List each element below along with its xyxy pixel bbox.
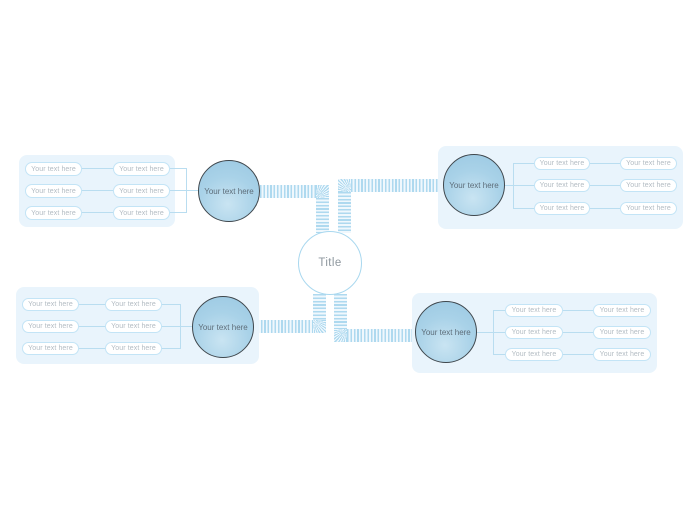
branch-topic-circle-bottom-right[interactable]: Your text here xyxy=(415,301,477,363)
connector-line xyxy=(590,163,620,164)
subtopic-node[interactable]: Your text here xyxy=(113,162,170,176)
connector-line xyxy=(513,163,534,164)
subtopic-node[interactable]: Your text here xyxy=(105,320,162,333)
connector-line xyxy=(513,208,534,209)
connector-line xyxy=(79,326,105,327)
connector-line xyxy=(563,310,593,311)
ribbon-bottom-right-corner xyxy=(334,329,347,342)
connector-line xyxy=(513,185,534,186)
subtopic-node[interactable]: Your text here xyxy=(105,298,162,311)
ribbon-bottom-left-corner xyxy=(313,320,326,333)
connector-line xyxy=(180,326,192,327)
subtopic-node[interactable]: Your text here xyxy=(505,326,563,339)
connector-line xyxy=(82,212,113,213)
connector-line xyxy=(170,168,186,169)
connector-line xyxy=(493,310,505,311)
ribbon-top-right-corner xyxy=(338,179,351,192)
connector-line xyxy=(162,304,180,305)
subtopic-node[interactable]: Your text here xyxy=(620,202,677,215)
ribbon-bottom-left-horizontal xyxy=(254,320,313,333)
connector-line xyxy=(170,212,186,213)
connector-line xyxy=(590,208,620,209)
subtopic-node[interactable]: Your text here xyxy=(105,342,162,355)
subtopic-node[interactable]: Your text here xyxy=(620,179,677,192)
subtopic-node[interactable]: Your text here xyxy=(113,184,170,198)
subtopic-node[interactable]: Your text here xyxy=(25,162,82,176)
connector-line xyxy=(186,190,198,191)
connector-line xyxy=(493,354,505,355)
ribbon-bottom-left-vertical xyxy=(313,294,326,320)
central-topic-node[interactable]: Title xyxy=(298,231,362,295)
subtopic-node[interactable]: Your text here xyxy=(593,326,651,339)
connector-line xyxy=(170,190,186,191)
connector-bracket xyxy=(513,163,514,209)
subtopic-node[interactable]: Your text here xyxy=(505,304,563,317)
subtopic-node[interactable]: Your text here xyxy=(22,320,79,333)
connector-line xyxy=(82,168,113,169)
connector-line xyxy=(563,332,593,333)
ribbon-bottom-right-vertical xyxy=(334,294,347,329)
ribbon-top-left-horizontal xyxy=(260,185,316,198)
connector-line xyxy=(79,304,105,305)
ribbon-bottom-right-horizontal xyxy=(347,329,415,342)
ribbon-top-right-vertical xyxy=(338,192,351,233)
connector-line xyxy=(493,332,505,333)
connector-line xyxy=(82,190,113,191)
subtopic-node[interactable]: Your text here xyxy=(534,157,590,170)
subtopic-node[interactable]: Your text here xyxy=(505,348,563,361)
subtopic-node[interactable]: Your text here xyxy=(534,179,590,192)
subtopic-node[interactable]: Your text here xyxy=(534,202,590,215)
connector-line xyxy=(502,185,513,186)
branch-topic-circle-bottom-left[interactable]: Your text here xyxy=(192,296,254,358)
subtopic-node[interactable]: Your text here xyxy=(22,342,79,355)
connector-line xyxy=(563,354,593,355)
ribbon-top-right-horizontal xyxy=(351,179,443,192)
subtopic-node[interactable]: Your text here xyxy=(25,206,82,220)
central-topic-label: Title xyxy=(318,257,342,269)
subtopic-node[interactable]: Your text here xyxy=(113,206,170,220)
subtopic-node[interactable]: Your text here xyxy=(25,184,82,198)
subtopic-node[interactable]: Your text here xyxy=(593,348,651,361)
branch-topic-circle-top-left[interactable]: Your text here xyxy=(198,160,260,222)
connector-line xyxy=(477,332,493,333)
connector-line xyxy=(162,326,180,327)
subtopic-node[interactable]: Your text here xyxy=(593,304,651,317)
branch-topic-circle-top-right[interactable]: Your text here xyxy=(443,154,505,216)
connector-line xyxy=(590,185,620,186)
subtopic-node[interactable]: Your text here xyxy=(22,298,79,311)
subtopic-node[interactable]: Your text here xyxy=(620,157,677,170)
connector-line xyxy=(79,348,105,349)
connector-line xyxy=(162,348,180,349)
ribbon-top-left-corner xyxy=(316,185,329,198)
ribbon-top-left-vertical xyxy=(316,198,329,233)
